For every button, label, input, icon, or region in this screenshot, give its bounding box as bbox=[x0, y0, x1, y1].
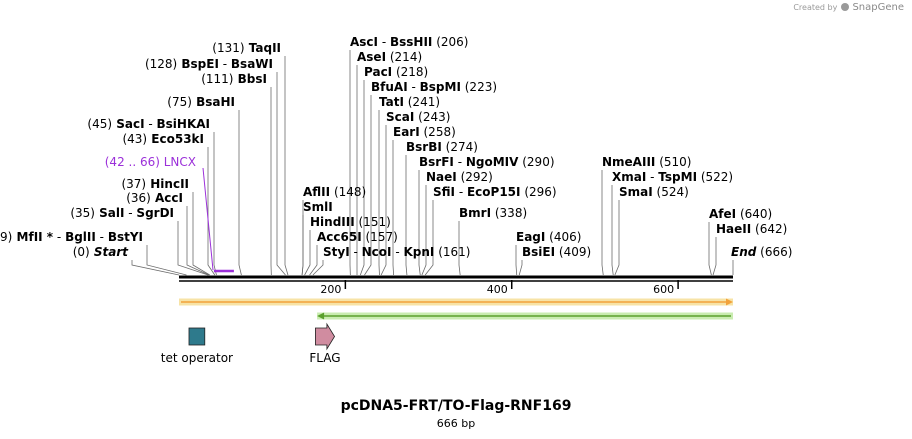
site-line-eco53ki bbox=[207, 147, 216, 276]
primer-connector bbox=[202, 167, 214, 271]
site-line-bsrbi bbox=[405, 155, 408, 276]
site-line-hindiii bbox=[304, 230, 311, 276]
site-line-haeii bbox=[712, 237, 717, 276]
site-label-styi[interactable]: StyI - NcoI - KpnI (161) bbox=[323, 245, 470, 259]
site-label-hindiii[interactable]: HindIII (151) bbox=[310, 215, 391, 229]
ruler: 200 400 600 bbox=[320, 280, 679, 296]
site-label-smli[interactable]: SmlI bbox=[303, 200, 333, 214]
site-line-eari bbox=[392, 140, 395, 276]
map-length: 666 bp bbox=[436, 417, 476, 430]
site-line-bsahi bbox=[238, 110, 242, 276]
site-line-bmri bbox=[458, 221, 461, 276]
site-line-sali bbox=[177, 221, 209, 276]
site-label-bsiei[interactable]: BsiEI (409) bbox=[522, 245, 591, 259]
site-label-bspei[interactable]: (128) BspEI - BsaWI bbox=[145, 57, 273, 71]
site-label-sfii[interactable]: SfiI - EcoP15I (296) bbox=[433, 185, 557, 199]
site-line-bspei bbox=[276, 72, 286, 276]
credit: Created by SnapGene bbox=[793, 2, 904, 13]
site-label-mfii[interactable]: (9) MfII * - BglII - BstYI bbox=[0, 230, 143, 244]
site-label-tati[interactable]: TatI (241) bbox=[379, 95, 440, 109]
site-label-asei[interactable]: AseI (214) bbox=[357, 50, 422, 64]
site-line-bsrfi bbox=[418, 170, 421, 276]
site-label-xmai[interactable]: XmaI - TspMI (522) bbox=[612, 170, 733, 184]
site-line-xmai bbox=[611, 185, 614, 276]
site-label-haeii[interactable]: HaeII (642) bbox=[716, 222, 787, 236]
site-label-paci[interactable]: PacI (218) bbox=[364, 65, 428, 79]
credit-brand: SnapGene bbox=[852, 2, 904, 13]
site-line-bsiei bbox=[518, 260, 523, 276]
site-label-bfuai[interactable]: BfuAI - BspMI (223) bbox=[371, 80, 497, 94]
site-label-nmeaiii[interactable]: NmeAIII (510) bbox=[602, 155, 691, 169]
site-line-bfuai bbox=[364, 95, 372, 276]
site-label-asci[interactable]: AscI - BssHII (206) bbox=[350, 35, 468, 49]
ruler-label-200: 200 bbox=[320, 283, 341, 296]
site-line-mfii bbox=[146, 245, 187, 276]
orf-arrowhead-reverse-icon bbox=[317, 312, 325, 320]
site-line-paci bbox=[359, 80, 365, 276]
site-line-smai bbox=[614, 200, 620, 276]
site-label-naei[interactable]: NaeI (292) bbox=[426, 170, 493, 184]
site-label-eagi[interactable]: EagI (406) bbox=[516, 230, 581, 244]
site-label-bsrfi[interactable]: BsrFI - NgoMIV (290) bbox=[419, 155, 555, 169]
credit-prefix: Created by bbox=[793, 3, 838, 12]
ruler-label-400: 400 bbox=[487, 283, 508, 296]
site-line-acc65i bbox=[309, 245, 318, 276]
site-label-sali[interactable]: (35) SalI - SgrDI bbox=[70, 206, 174, 220]
site-line-hincii bbox=[192, 192, 210, 276]
site-line-naei bbox=[421, 185, 427, 276]
site-label-eari[interactable]: EarI (258) bbox=[393, 125, 456, 139]
feature-label-flag: FLAG bbox=[309, 351, 340, 365]
site-line-nmeaiii bbox=[601, 170, 604, 276]
site-line-styi bbox=[312, 260, 324, 276]
site-line-afei bbox=[708, 222, 712, 276]
site-line-scai bbox=[380, 125, 387, 276]
site-label-end[interactable]: End (666) bbox=[731, 245, 792, 259]
orf-arrowhead-forward-icon bbox=[726, 298, 733, 306]
site-label-taqii[interactable]: (131) TaqII bbox=[212, 41, 281, 55]
site-line-acci bbox=[186, 206, 210, 276]
snapgene-logo-icon bbox=[840, 3, 849, 11]
site-line-eagi bbox=[515, 245, 518, 276]
feature-tet-operator[interactable] bbox=[188, 327, 206, 346]
ruler-label-600: 600 bbox=[653, 283, 674, 296]
site-label-saci[interactable]: (45) SacI - BsiHKAI bbox=[87, 117, 210, 131]
backbone bbox=[179, 275, 733, 282]
site-line-smli bbox=[301, 215, 304, 276]
site-labels: (0) Start(9) MfII * - BglII - BstYI (35) … bbox=[0, 35, 792, 259]
site-label-afei[interactable]: AfeI (640) bbox=[709, 207, 772, 221]
feature-flag[interactable] bbox=[315, 322, 336, 351]
site-label-bsrbi[interactable]: BsrBI (274) bbox=[406, 140, 478, 154]
site-label-bbsi[interactable]: (111) BbsI bbox=[201, 72, 267, 86]
site-label-smai[interactable]: SmaI (524) bbox=[619, 185, 689, 199]
site-label-aflii[interactable]: AflII (148) bbox=[303, 185, 366, 199]
site-label-scai[interactable]: ScaI (243) bbox=[386, 110, 450, 124]
site-label-bsahi[interactable]: (75) BsaHI bbox=[167, 95, 235, 109]
site-label-acci[interactable]: (36) AccI bbox=[126, 191, 183, 205]
site-label-hincii[interactable]: (37) HincII bbox=[121, 177, 189, 191]
site-line-start bbox=[131, 260, 180, 276]
orf-layer bbox=[179, 298, 733, 320]
site-label-acc65i[interactable]: Acc65I (157) bbox=[317, 230, 398, 244]
primer-label[interactable]: (42 .. 66) LNCX bbox=[105, 155, 196, 169]
feature-label-tet-operator: tet operator bbox=[161, 351, 233, 365]
site-label-eco53ki[interactable]: (43) Eco53kI bbox=[122, 132, 204, 146]
site-label-start[interactable]: (0) Start bbox=[73, 245, 130, 259]
features: tet operator FLAG bbox=[161, 322, 341, 365]
site-label-bmri[interactable]: BmrI (338) bbox=[459, 206, 527, 220]
site-line-saci bbox=[213, 132, 217, 276]
site-line-sfii bbox=[424, 200, 434, 276]
map-title: pcDNA5-FRT/TO-Flag-RNF169 bbox=[340, 398, 572, 414]
primer-lncx: (42 .. 66) LNCX bbox=[105, 155, 234, 273]
site-line-taqii bbox=[284, 56, 289, 276]
